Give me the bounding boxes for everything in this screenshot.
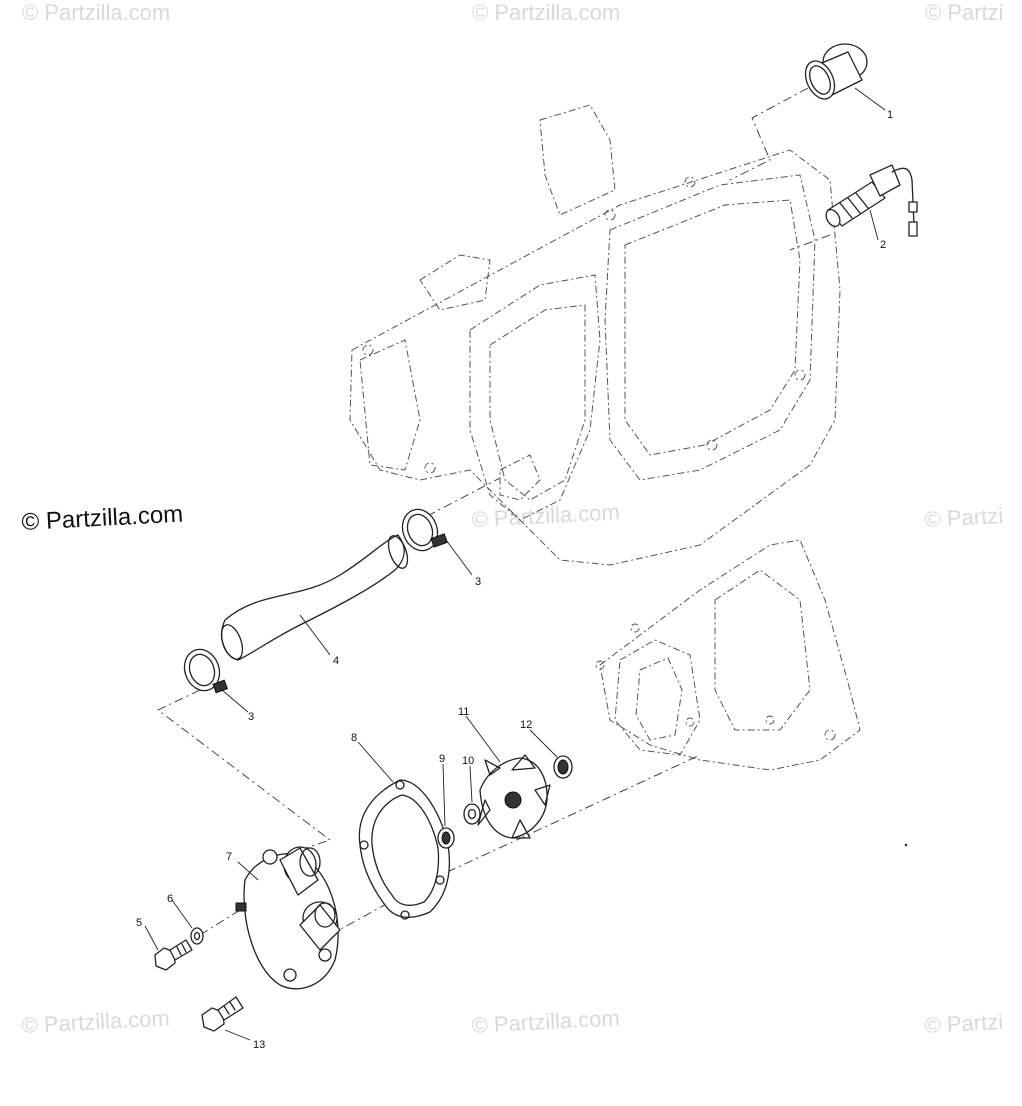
- callout-8: 8: [351, 732, 357, 744]
- watermark-top-center: © Partzilla.com: [472, 0, 620, 25]
- callout-4: 4: [333, 655, 339, 667]
- part-8-gasket[interactable]: [358, 779, 451, 920]
- callout-12: 12: [520, 719, 532, 731]
- watermark-top-left: © Partzilla.com: [22, 0, 170, 25]
- callout-5: 5: [136, 917, 142, 929]
- callout-11: 11: [458, 706, 469, 718]
- leader-lines: [144, 87, 886, 1041]
- part-10-washer[interactable]: [463, 803, 481, 825]
- callout-7: 7: [226, 851, 232, 863]
- watermark-mid-center: © Partzilla.com: [471, 499, 620, 532]
- callout-3-upper: 3: [475, 576, 481, 588]
- callout-6: 6: [167, 893, 173, 905]
- part-12-seal[interactable]: [553, 755, 573, 779]
- part-1-thermostat[interactable]: [800, 43, 868, 104]
- part-3-hose-clamp-upper[interactable]: [397, 504, 448, 555]
- part-4-coolant-hose[interactable]: [217, 533, 411, 662]
- part-9-nut[interactable]: [437, 827, 455, 849]
- callout-2: 2: [880, 239, 886, 251]
- watermark-bottom-left: © Partzilla.com: [21, 1005, 170, 1038]
- callout-10: 10: [462, 755, 474, 767]
- part-13-bolt[interactable]: [201, 996, 244, 1032]
- watermark-layer: © Partzilla.com © Partzilla.com © Partzi…: [21, 0, 1004, 1038]
- part-3-hose-clamp-lower[interactable]: [179, 644, 228, 695]
- crankcase-ghost: [595, 539, 861, 771]
- callout-9: 9: [439, 753, 445, 765]
- part-5-bolt[interactable]: [154, 939, 193, 971]
- cylinder-head-ghost: [349, 104, 841, 566]
- watermark-mid-right: © Partzi: [924, 503, 1004, 532]
- part-7-water-pump-cover[interactable]: [235, 846, 341, 990]
- callout-3-lower: 3: [248, 711, 254, 723]
- part-6-washer[interactable]: [190, 927, 204, 945]
- watermark-mid-left: © Partzilla.com: [21, 501, 184, 536]
- watermark-bottom-center: © Partzilla.com: [471, 1005, 620, 1038]
- callout-1: 1: [887, 109, 893, 121]
- stray-dot: [904, 843, 908, 847]
- assembly-lines: [157, 87, 831, 936]
- part-2-temperature-sensor[interactable]: [823, 164, 918, 237]
- watermark-top-right: © Partzi: [925, 0, 1004, 25]
- callout-13: 13: [253, 1039, 265, 1051]
- watermark-bottom-right: © Partzi: [924, 1009, 1004, 1038]
- callout-layer: 1 2 3 4 3 5 6 7 8 9 10 11 12 13: [136, 109, 893, 1051]
- part-11-impeller[interactable]: [477, 754, 551, 839]
